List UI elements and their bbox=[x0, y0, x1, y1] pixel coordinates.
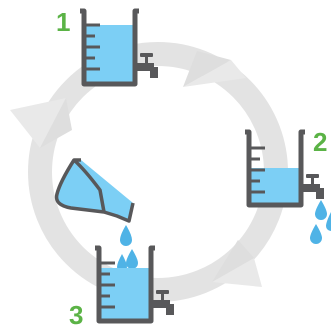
step-number-2: 2 bbox=[313, 127, 327, 157]
beaker-2-water bbox=[250, 168, 301, 204]
flask-icon bbox=[57, 160, 133, 221]
water-drop-icon bbox=[126, 249, 138, 269]
water-drop-icon bbox=[310, 224, 322, 244]
cycle-arrow-left bbox=[10, 98, 72, 148]
step-number-3: 3 bbox=[69, 300, 83, 325]
beaker-1-water bbox=[84, 25, 135, 82]
faucet-icon bbox=[303, 174, 324, 199]
step-number-1: 1 bbox=[56, 7, 70, 37]
water-drop-icon bbox=[120, 225, 132, 246]
water-drop-icon bbox=[315, 200, 327, 220]
